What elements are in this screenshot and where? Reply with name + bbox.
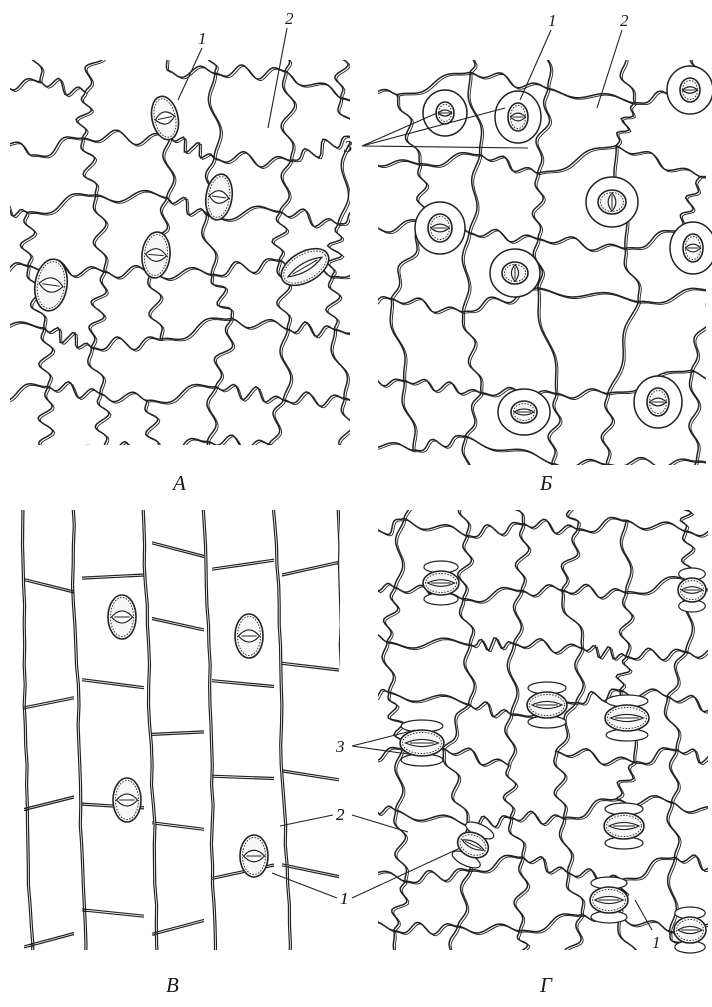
- panel-g-leader-2: [352, 815, 408, 832]
- panel-g-cell-walls: [331, 463, 712, 996]
- panel-v-leader-1: [272, 873, 337, 898]
- panel-g-stoma: [400, 720, 444, 766]
- panel-a-label-1: 1: [198, 29, 207, 48]
- panel-b-stoma: [495, 91, 541, 143]
- panel-a: 1 2 А: [0, 6, 430, 532]
- panel-b-stoma: [634, 376, 682, 428]
- panel-g-leader-1a: [352, 848, 460, 898]
- panel-g-stoma: [605, 695, 649, 741]
- panel-b-stoma: [667, 66, 712, 114]
- panel-a-stoma: [148, 94, 183, 142]
- panel-a-leader-lines: [178, 28, 287, 128]
- panel-g-wall-outer: [331, 463, 712, 994]
- panel-a-stoma: [140, 231, 172, 279]
- panel-b: 1 2 3 Б: [317, 9, 712, 539]
- panel-g-label-1b: 1: [652, 933, 661, 952]
- panel-v: 2 1 В: [22, 505, 351, 997]
- panel-g-stoma: [674, 907, 706, 953]
- panel-b-leader-1: [520, 30, 551, 100]
- panel-b-stoma: [490, 249, 540, 297]
- panel-v-stoma: [240, 835, 268, 877]
- panel-v-caption: В: [166, 973, 179, 997]
- panel-g: 3 2 1 1 Г: [331, 463, 712, 997]
- panel-b-label-1: 1: [548, 11, 557, 30]
- panel-v-wall-lines: [22, 505, 351, 965]
- panel-a-stoma: [275, 241, 335, 293]
- panel-b-label-3: 3: [343, 137, 353, 156]
- panel-g-stoma: [423, 561, 459, 605]
- panel-b-stoma: [415, 202, 465, 254]
- panel-b-stoma: [670, 222, 712, 274]
- panel-a-leader-1: [178, 48, 202, 100]
- panel-v-stoma: [108, 595, 136, 639]
- panel-v-leader-2: [280, 815, 333, 826]
- panel-a-stomata: [32, 94, 335, 313]
- panel-g-label-2: 2: [336, 805, 345, 824]
- panel-v-leader-lines: [272, 815, 337, 898]
- panel-g-stoma: [527, 682, 567, 728]
- panel-b-caption: Б: [539, 471, 552, 495]
- panel-g-label-3: 3: [335, 737, 345, 756]
- panel-g-stoma: [604, 803, 644, 849]
- panel-b-leader-3c: [362, 146, 528, 148]
- panel-b-stoma: [498, 389, 550, 435]
- panel-b-leader-lines: [362, 30, 622, 148]
- panel-b-stoma: [423, 90, 467, 136]
- panel-v-stomata: [108, 595, 268, 877]
- panel-b-stoma: [586, 177, 638, 227]
- panel-b-leader-2: [597, 30, 622, 108]
- panel-g-stoma: [678, 568, 706, 612]
- panel-v-stoma: [235, 614, 263, 658]
- panel-v-cell-walls: [22, 505, 351, 965]
- panel-g-label-1a: 1: [340, 889, 349, 908]
- panel-b-label-2: 2: [620, 11, 629, 30]
- panel-g-stomata: [400, 561, 706, 953]
- panel-g-stoma: [590, 877, 628, 923]
- panel-g-stoma: [449, 818, 497, 871]
- panel-a-label-2: 2: [285, 9, 294, 28]
- panel-v-stoma: [113, 778, 141, 822]
- panel-b-stomata: [415, 66, 712, 435]
- panel-g-caption: Г: [539, 973, 553, 997]
- panel-a-caption: А: [171, 471, 186, 495]
